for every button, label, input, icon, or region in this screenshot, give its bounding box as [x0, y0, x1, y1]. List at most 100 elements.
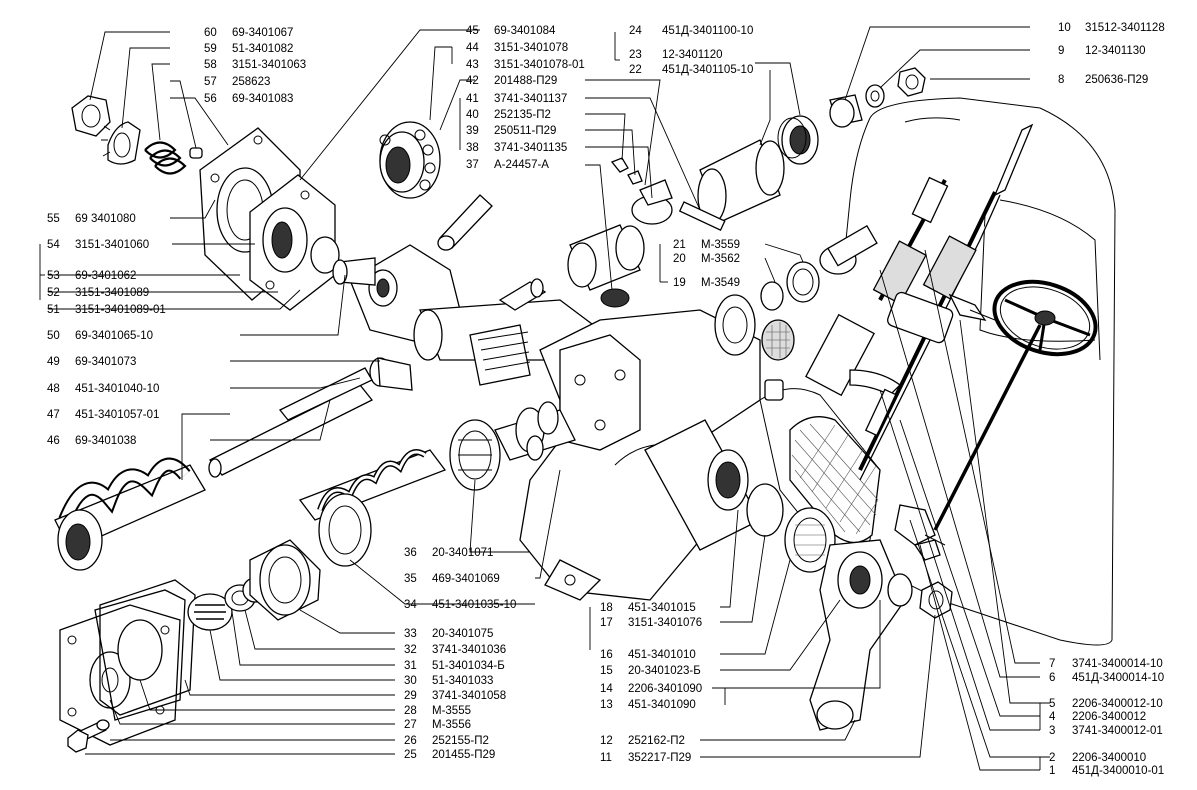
callout-number: 40	[466, 109, 479, 121]
parts-illustration	[54, 67, 1116, 753]
part-code: 451-3401015	[628, 602, 696, 614]
callout-number: 55	[47, 213, 60, 225]
callout-number: 14	[600, 683, 613, 695]
callout-number: 43	[466, 59, 479, 71]
part-code: 3741-3400014-10	[1072, 658, 1163, 670]
part-code: 469-3401069	[432, 573, 500, 585]
callout-number: 42	[466, 75, 479, 87]
part-code: 352217-П29	[628, 752, 691, 764]
part-code: 51-3401033	[432, 675, 493, 687]
callout-number: 10	[1058, 22, 1071, 34]
part-code: 69-3401073	[75, 356, 136, 368]
callout-number: 9	[1058, 45, 1064, 57]
part-code: 3741-3401036	[432, 644, 506, 656]
upper-bearing	[379, 121, 493, 251]
upper-seal-tubes	[697, 115, 819, 224]
callout-number: 37	[466, 159, 479, 171]
callout-number: 54	[47, 239, 60, 251]
part-code: 69-3401062	[75, 270, 136, 282]
part-code: 20-3401023-Б	[628, 665, 701, 677]
part-code: 201455-П29	[432, 749, 495, 761]
part-code: 3151-3401063	[232, 59, 306, 71]
callout-number: 26	[404, 735, 417, 747]
part-code: 31512-3401128	[1085, 22, 1165, 34]
callout-number: 15	[600, 665, 613, 677]
callout-number: 45	[466, 25, 479, 37]
part-code: 2206-3401090	[628, 683, 702, 695]
mid-rings	[526, 401, 559, 461]
part-code: 451Д-3400010-01	[1072, 765, 1164, 777]
callout-number: 32	[404, 644, 417, 656]
leader-lines	[39, 26, 1050, 771]
steering-wheel	[933, 279, 1098, 531]
bottom-cover-group	[59, 539, 321, 753]
callout-number: 48	[47, 383, 60, 395]
part-code: 2206-3400012-10	[1072, 698, 1163, 710]
sector-shaft-group	[644, 419, 836, 573]
part-code: 451Д-3401105-10	[662, 64, 753, 76]
part-code: М-3556	[432, 719, 471, 731]
part-code: 3741-3401058	[432, 690, 506, 702]
callout-number: 19	[673, 277, 686, 289]
callout-number: 44	[466, 42, 479, 54]
callout-number: 39	[466, 125, 479, 137]
part-code: 3151-3401089	[75, 287, 149, 299]
callout-number: 16	[600, 649, 613, 661]
callout-number: 30	[404, 675, 417, 687]
callout-number: 6	[1049, 672, 1055, 684]
callout-number: 34	[404, 599, 417, 611]
callout-number: 28	[404, 705, 417, 717]
callout-number: 12	[600, 735, 613, 747]
part-code: 51-3401034-Б	[432, 660, 505, 672]
spring-58	[144, 141, 187, 175]
callout-number: 18	[600, 602, 613, 614]
part-code: 3151-3401076	[628, 617, 702, 629]
part-code: 252162-П2	[628, 735, 685, 747]
part-code: 12-3401120	[662, 49, 723, 61]
part-code: 3741-3401135	[494, 142, 567, 154]
callout-number: 23	[629, 49, 642, 61]
part-code: 250511-П29	[494, 125, 556, 137]
part-code: 3151-3401078	[494, 42, 568, 54]
part-code: 69-3401065-10	[75, 330, 153, 342]
callout-number: 46	[47, 435, 60, 447]
left-worm-group	[54, 367, 374, 571]
part-code: 69-3401084	[494, 25, 556, 37]
callout-number: 13	[600, 699, 613, 711]
part-code: М-3559	[701, 239, 740, 251]
callout-number: 17	[600, 617, 613, 629]
callout-number: 4	[1049, 711, 1056, 723]
part-code: 252135-П2	[494, 109, 551, 121]
callout-number: 20	[673, 253, 686, 265]
part-code: 69 3401080	[75, 213, 136, 225]
callout-number: 33	[404, 628, 417, 640]
part-code: 69-3401067	[232, 27, 293, 39]
part-code: 201488-П29	[494, 75, 557, 87]
part-code: 451-3401090	[628, 699, 696, 711]
callout-number: 2	[1049, 752, 1055, 764]
top-right-small-parts	[829, 67, 926, 128]
part-code: 69-3401038	[75, 435, 136, 447]
callout-number: 56	[204, 93, 217, 105]
part-code: 51-3401082	[232, 43, 293, 55]
callout-number: 27	[404, 719, 417, 731]
callout-number: 51	[47, 304, 60, 316]
callout-number: 22	[629, 64, 642, 76]
callout-number: 50	[47, 330, 60, 342]
callout-number: 25	[404, 749, 417, 761]
callout-number: 60	[204, 27, 217, 39]
callout-number: 52	[47, 287, 60, 299]
callout-number: 11	[600, 752, 612, 764]
part-code: 451Д-3401100-10	[662, 25, 753, 37]
callout-number: 5	[1049, 698, 1055, 710]
cab-outline	[759, 97, 1116, 646]
callout-number: 38	[466, 142, 479, 154]
callout-number: 59	[204, 43, 217, 55]
callout-number: 7	[1049, 658, 1055, 670]
callout-number: 57	[204, 76, 217, 88]
part-code: А-24457-А	[494, 159, 549, 171]
part-code: 3741-3401137	[494, 93, 567, 105]
